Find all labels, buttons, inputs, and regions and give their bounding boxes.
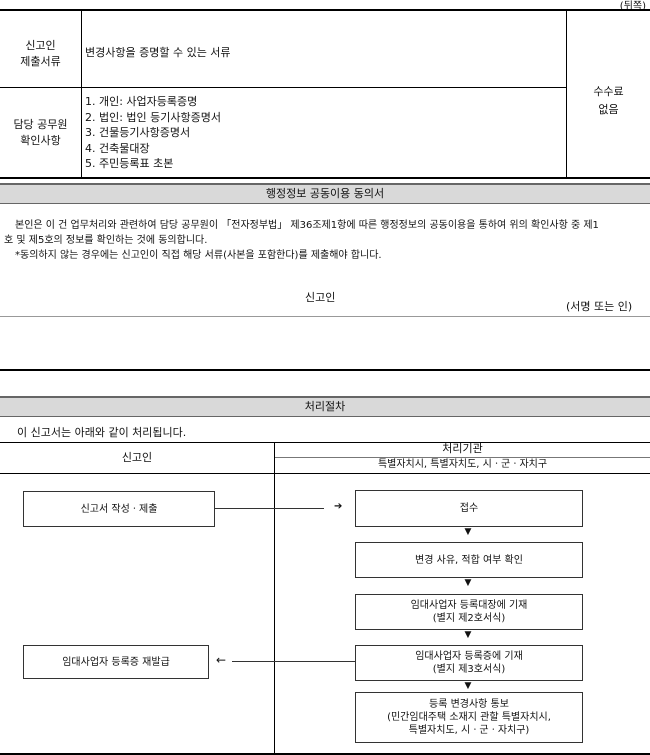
step-submit-report: 신고서 작성ㆍ제출 — [23, 491, 215, 527]
step-reissue-certificate: 임대사업자 등록증 재발급 — [23, 645, 209, 679]
procedure-header-bottom — [0, 473, 650, 474]
consent-signer-label: 신고인 — [305, 291, 336, 304]
step-verify-change: 변경 사유, 적합 여부 확인 — [355, 542, 583, 578]
arrow-right-icon: ➔ — [334, 501, 343, 512]
arrow-down-icon: ▼ — [464, 527, 472, 537]
applicant-docs-value: 변경사항을 증명할 수 있는 서류 — [85, 46, 231, 59]
consent-body-line2: 호 및 제5호의 정보를 확인하는 것에 동의합니다. — [4, 235, 208, 246]
arrow-left-icon: ← — [216, 653, 227, 667]
col-agency-header: 처리기관 — [442, 442, 483, 455]
connector-line — [232, 661, 356, 662]
official-check-list: 1. 개인: 사업자등록증명 2. 법인: 법인 등기사항증명서 3. 건물등기… — [85, 94, 221, 172]
step-notify-change: 등록 변경사항 통보 (민간임대주택 소재지 관할 특별자치시, 특별자치도, … — [355, 692, 583, 743]
procedure-col-divider — [274, 442, 275, 755]
agency-header-divider — [275, 457, 650, 458]
consent-title: 행정정보 공동이용 동의서 — [0, 183, 650, 204]
col-agency-subheader: 특별자치시, 특별자치도, 시ㆍ군ㆍ자치구 — [377, 459, 548, 470]
arrow-down-icon: ▼ — [464, 630, 472, 640]
consent-divider — [0, 316, 650, 317]
consent-body-line1: 본인은 이 건 업무처리와 관련하여 담당 공무원이 「전자정부법」 제36조제… — [15, 220, 599, 231]
page-side-label: (뒤쪽) — [619, 1, 646, 12]
applicant-docs-label: 신고인 제출서류 — [20, 39, 61, 68]
table-row-divider — [0, 87, 566, 88]
table-col-divider — [81, 11, 82, 178]
section-separator — [0, 369, 650, 371]
procedure-title: 처리절차 — [0, 396, 650, 417]
official-check-label: 담당 공무원 확인사항 — [13, 118, 68, 147]
official-check-item: 5. 주민등록표 초본 — [85, 157, 174, 170]
procedure-intro: 이 신고서는 아래와 같이 처리됩니다. — [17, 426, 187, 439]
official-check-item: 1. 개인: 사업자등록증명 — [85, 95, 198, 108]
table-top-border — [0, 9, 650, 11]
official-check-item: 3. 건물등기사항증명서 — [85, 126, 191, 139]
arrow-down-icon: ▼ — [464, 578, 472, 588]
fee-label: 수수료 없음 — [593, 85, 624, 116]
signature-field[interactable]: (서명 또는 인) — [566, 300, 633, 313]
arrow-down-icon: ▼ — [464, 681, 472, 691]
procedure-table-bottom — [0, 753, 650, 755]
step-record-certificate: 임대사업자 등록증에 기재 (별지 제3호서식) — [355, 645, 583, 681]
step-register-ledger: 임대사업자 등록대장에 기재 (별지 제2호서식) — [355, 594, 583, 630]
col-applicant-header: 신고인 — [121, 451, 153, 464]
official-check-item: 4. 건축물대장 — [85, 141, 150, 155]
procedure-table-top — [0, 442, 650, 443]
consent-note: *동의하지 않는 경우에는 신고인이 직접 해당 서류(사본을 포함한다)를 제… — [15, 250, 382, 261]
table-col-divider-fee — [566, 11, 567, 178]
table-bottom-border — [0, 177, 650, 179]
step-receipt: 접수 — [355, 490, 583, 527]
official-check-item: 2. 법인: 법인 등기사항증명서 — [85, 110, 222, 124]
connector-line — [214, 508, 324, 509]
